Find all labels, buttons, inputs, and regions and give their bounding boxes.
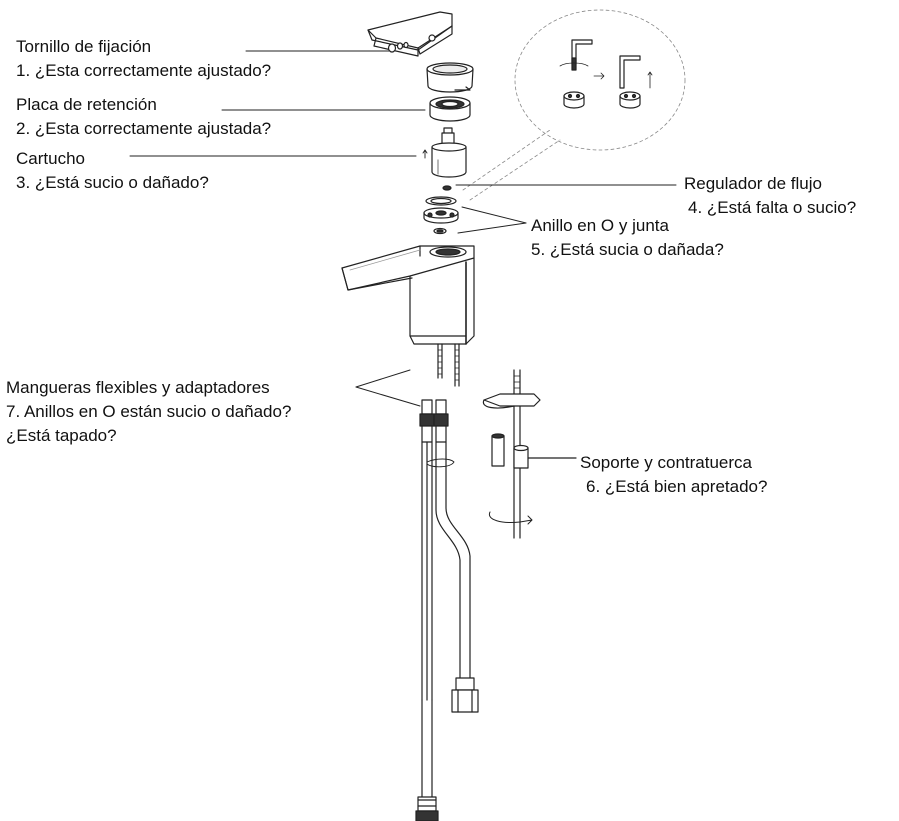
leader-oring-2 — [457, 222, 527, 234]
label-support-title: Soporte y contratuerca — [580, 453, 752, 472]
label-fixing-screw: Tornillo de fijación 1. ¿Esta correctame… — [16, 35, 271, 83]
cartridge-detail-bubble — [462, 9, 686, 201]
leader-lines — [129, 50, 677, 407]
faucet-body — [341, 245, 475, 345]
label-flow-regulator: Regulador de flujo 4. ¿Está falta o suci… — [684, 172, 856, 220]
label-retaining-plate: Placa de retención 2. ¿Esta correctament… — [16, 93, 271, 141]
label-retaining-plate-question: 2. ¿Esta correctamente ajustada? — [16, 119, 272, 138]
label-hoses-title: Mangueras flexibles y adaptadores — [6, 378, 270, 397]
fixing-screw — [387, 41, 409, 53]
mounting-studs — [437, 343, 460, 387]
label-support: Soporte y contratuerca 6. ¿Está bien apr… — [580, 451, 767, 499]
flow-regulator — [442, 185, 452, 191]
leader-oring-1 — [461, 206, 527, 224]
label-o-ring-title: Anillo en O y junta — [531, 216, 669, 235]
label-flow-regulator-title: Regulador de flujo — [684, 174, 822, 193]
label-cartridge: Cartucho 3. ¿Está sucio o dañado? — [16, 147, 209, 195]
label-cartridge-title: Cartucho — [16, 149, 85, 168]
label-support-question: 6. ¿Está bien apretado? — [586, 477, 768, 496]
cartridge — [422, 127, 467, 178]
label-fixing-screw-question: 1. ¿Esta correctamente ajustado? — [16, 61, 272, 80]
faucet-handle — [367, 11, 453, 57]
label-retaining-plate-title: Placa de retención — [16, 95, 157, 114]
label-flow-regulator-question: 4. ¿Está falta o sucio? — [688, 198, 857, 217]
label-hoses-question-2: ¿Está tapado? — [6, 426, 117, 445]
support-locknut — [482, 369, 577, 539]
label-fixing-screw-title: Tornillo de fijación — [16, 37, 152, 56]
retaining-plate — [429, 96, 471, 122]
decorative-ring — [426, 62, 474, 93]
o-ring-gasket — [423, 196, 459, 235]
label-o-ring: Anillo en O y junta 5. ¿Está sucia o dañ… — [531, 214, 724, 262]
label-cartridge-question: 3. ¿Está sucio o dañado? — [16, 173, 209, 192]
leader-hoses-1 — [355, 369, 411, 388]
label-o-ring-question: 5. ¿Está sucia o dañada? — [531, 240, 724, 259]
flexible-hoses — [415, 399, 479, 821]
label-hoses-question: 7. Anillos en O están sucio o dañado? — [6, 402, 292, 421]
leader-hoses-2 — [355, 386, 421, 407]
label-hoses: Mangueras flexibles y adaptadores 7. Ani… — [6, 376, 291, 448]
